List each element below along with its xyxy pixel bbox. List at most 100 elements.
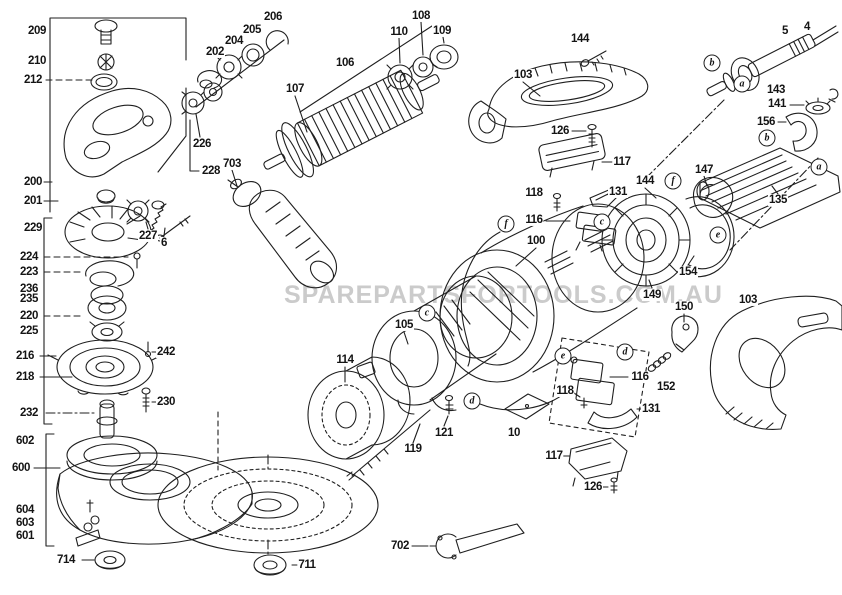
- part-callout-711: 711: [297, 558, 317, 572]
- part-callout-105: 105: [394, 318, 414, 332]
- part-callout-131: 131: [641, 402, 661, 416]
- part-callout-5: 5: [781, 24, 789, 38]
- part-callout-227: 227: [138, 229, 158, 243]
- reference-letter-e: e: [709, 226, 727, 244]
- part-callout-119: 119: [403, 442, 423, 456]
- reference-letter-f: f: [664, 172, 682, 190]
- part-callout-226: 226: [192, 137, 212, 151]
- reference-brackets: [34, 18, 186, 560]
- drawing-switch-assembly: [549, 314, 698, 437]
- drawing-grinding-disc: [158, 455, 378, 575]
- part-callout-110: 110: [389, 25, 409, 39]
- drawing-fan-baffle: [308, 357, 410, 459]
- part-callout-220: 220: [19, 309, 39, 323]
- part-callout-116: 116: [524, 213, 544, 227]
- part-callout-201: 201: [23, 194, 43, 208]
- part-callout-229: 229: [23, 221, 43, 235]
- drawing-clutch-stack: [48, 206, 162, 438]
- part-callout-236: 236: [19, 282, 39, 296]
- part-callout-150: 150: [674, 300, 694, 314]
- reference-letter-a: a: [810, 158, 828, 176]
- part-callout-106: 106: [335, 56, 355, 70]
- part-callout-131: 131: [608, 185, 628, 199]
- reference-letter-c: c: [418, 304, 436, 322]
- part-callout-216: 216: [15, 349, 35, 363]
- part-callout-204: 204: [224, 34, 244, 48]
- drawing-wheel-guard: [57, 412, 253, 569]
- part-callout-205: 205: [242, 23, 262, 37]
- reference-letter-b: b: [703, 54, 721, 72]
- part-callout-135: 135: [768, 193, 788, 207]
- part-callout-116: 116: [630, 370, 650, 384]
- part-callout-10: 10: [507, 426, 521, 440]
- drawing-gearbox: [694, 148, 840, 228]
- part-callout-144: 144: [635, 174, 655, 188]
- part-callout-200: 200: [23, 175, 43, 189]
- part-callout-118: 118: [555, 384, 575, 398]
- part-callout-225: 225: [19, 324, 39, 338]
- part-callout-600: 600: [11, 461, 31, 475]
- part-callout-228: 228: [201, 164, 221, 178]
- part-callout-103: 103: [738, 293, 758, 307]
- part-callout-601: 601: [15, 529, 35, 543]
- part-callout-702: 702: [390, 539, 410, 553]
- part-callout-230: 230: [156, 395, 176, 409]
- part-callout-714: 714: [56, 553, 76, 567]
- reference-letter-a: a: [733, 75, 751, 93]
- part-callout-121: 121: [434, 426, 454, 440]
- part-callout-154: 154: [678, 265, 698, 279]
- reference-letter-b: b: [758, 129, 776, 147]
- part-callout-604: 604: [15, 503, 35, 517]
- drawing-small-gear-parts: [778, 89, 838, 151]
- drawing-bevel-gear-pin: [127, 200, 190, 241]
- drawing-armature: [251, 22, 458, 193]
- part-callout-117: 117: [612, 155, 632, 169]
- part-callout-118: 118: [524, 186, 544, 200]
- part-callout-100: 100: [526, 234, 546, 248]
- drawing-pin-wrench: [412, 524, 524, 559]
- part-callout-223: 223: [19, 265, 39, 279]
- drawing-bearing-train: [182, 31, 288, 171]
- part-callout-109: 109: [432, 24, 452, 38]
- part-callout-156: 156: [756, 115, 776, 129]
- reference-letter-d: d: [463, 392, 481, 410]
- part-callout-144: 144: [570, 32, 590, 46]
- drawing-motor-housing: [440, 204, 644, 410]
- part-callout-152: 152: [656, 380, 676, 394]
- part-callout-212: 212: [23, 73, 43, 87]
- part-callout-117: 117: [544, 449, 564, 463]
- part-callout-602: 602: [15, 434, 35, 448]
- part-callout-147: 147: [694, 163, 714, 177]
- part-callout-114: 114: [335, 353, 355, 367]
- drawing-side-handle: [228, 170, 338, 288]
- part-callout-209: 209: [27, 24, 47, 38]
- part-callout-6: 6: [160, 236, 168, 250]
- part-callout-107: 107: [285, 82, 305, 96]
- part-callout-703: 703: [222, 157, 242, 171]
- part-callout-202: 202: [205, 45, 225, 59]
- part-callout-126: 126: [583, 480, 603, 494]
- reference-letter-c: c: [593, 213, 611, 231]
- part-callout-149: 149: [642, 288, 662, 302]
- drawing-screws-and-plate: [347, 394, 549, 480]
- part-callout-235: 235: [19, 292, 39, 306]
- drawing-rear-handle: [710, 296, 842, 429]
- part-callout-242: 242: [156, 345, 176, 359]
- reference-letter-f: f: [497, 215, 515, 233]
- part-callout-4: 4: [803, 20, 811, 34]
- part-callout-224: 224: [19, 250, 39, 264]
- drawing-brush-cover-bottom: [563, 438, 627, 493]
- reference-letter-e: e: [554, 347, 572, 365]
- part-callout-232: 232: [19, 406, 39, 420]
- part-callout-126: 126: [550, 124, 570, 138]
- part-callout-103: 103: [513, 68, 533, 82]
- drawing-field-coil: [372, 276, 512, 414]
- drawing-gearcase-ring: [602, 194, 734, 288]
- part-callout-143: 143: [766, 83, 786, 97]
- part-callout-206: 206: [263, 10, 283, 24]
- part-callout-218: 218: [15, 370, 35, 384]
- part-callout-210: 210: [27, 54, 47, 68]
